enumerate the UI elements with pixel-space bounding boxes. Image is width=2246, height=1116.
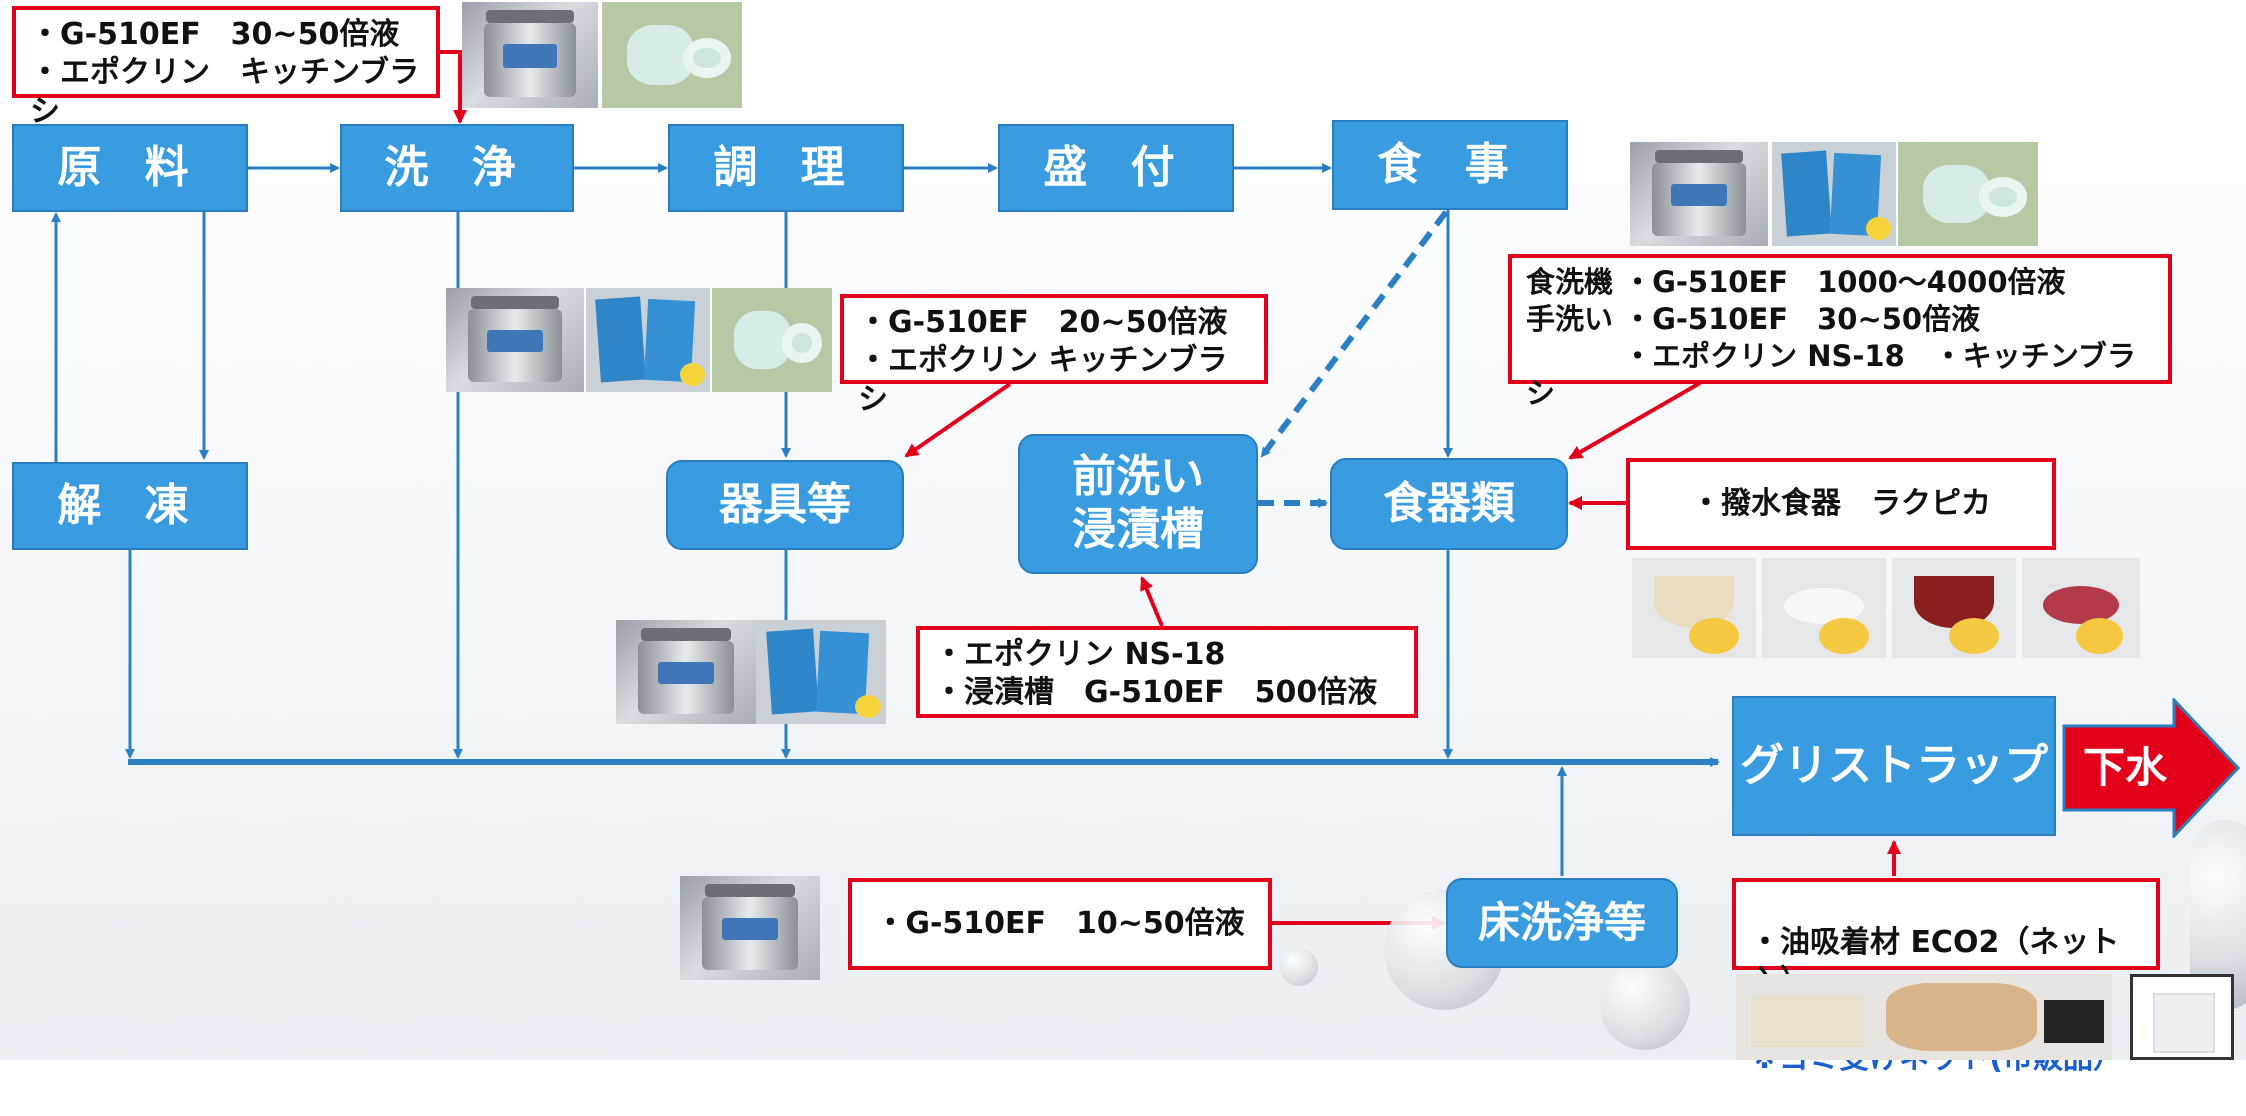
sewer-label: 下水 [2082,743,2167,792]
label-dishwashing-agents: 食洗機 ・G-510EF 1000～4000倍液 手洗い ・G-510EF 30… [1508,254,2172,410]
label-grease-trap-items: ・油吸着材 ECO2（ネット入） ※ゴミ受けネット(市販品） [1732,878,2160,1076]
label-cooking-agents: ・G-510EF 20~50倍液 ・エポクリン キッチンブラシ [840,294,1268,417]
oil-absorbent-photo [1736,974,2112,1060]
bucket-photo [680,876,820,980]
node-thawing: 解 凍 [12,462,248,550]
node-utensils: 器具等 [666,460,904,550]
dish-photo-plate [1762,558,1886,658]
node-cooking: 調 理 [668,124,904,212]
brush-photo [712,288,832,392]
node-presoak-tank: 前洗い 浸漬槽 [1018,434,1258,574]
node-dishes: 食器類 [1330,458,1568,550]
label-washing-agents: ・G-510EF 30~50倍液 ・エポクリン キッチンブラシ [12,6,440,129]
node-floor-cleaning: 床洗浄等 [1446,878,1678,968]
node-washing: 洗 浄 [340,124,574,212]
water-drop-decoration [1600,960,1690,1050]
flow-connectors [51,50,1901,930]
sewer-arrow [2062,698,2240,838]
node-plating: 盛 付 [998,124,1234,212]
dish-photo-bowl [1632,558,1756,658]
label-floor-agents: ・G-510EF 10~50倍液 [848,878,1272,970]
node-grease-trap: グリストラップ [1732,696,2056,836]
sponge-photo [586,288,710,392]
brush-photo [602,2,742,108]
garbage-net-photo [2130,974,2234,1060]
callout-arrow-dishmachine [1568,381,1701,460]
label-trap-line1: ・油吸着材 ECO2（ネット入） [1750,925,2120,998]
bucket-photo [446,288,584,392]
node-raw-material: 原 料 [12,124,248,212]
dish-photo-red-plate [2022,558,2140,658]
callout-arrow-top [440,50,467,124]
water-drop-decoration [1280,948,1318,986]
edge-meal-presoak [1259,210,1449,458]
label-repellent-dishes: ・撥水食器 ラクピカ [1626,458,2056,550]
sponge-photo [756,620,886,724]
callout-arrow-cooking [904,382,1012,458]
label-presoak-agents: ・エポクリン NS-18 ・浸漬槽 G-510EF 500倍液 [916,626,1418,718]
brush-photo [1898,142,2038,246]
bucket-photo [616,620,756,724]
bucket-photo [1630,142,1768,246]
dish-photo-red-bowl [1892,558,2016,658]
sponge-photo [1772,142,1896,246]
node-meal: 食 事 [1332,120,1568,210]
callout-arrow-presoak [1140,576,1164,627]
bucket-photo [462,2,598,108]
